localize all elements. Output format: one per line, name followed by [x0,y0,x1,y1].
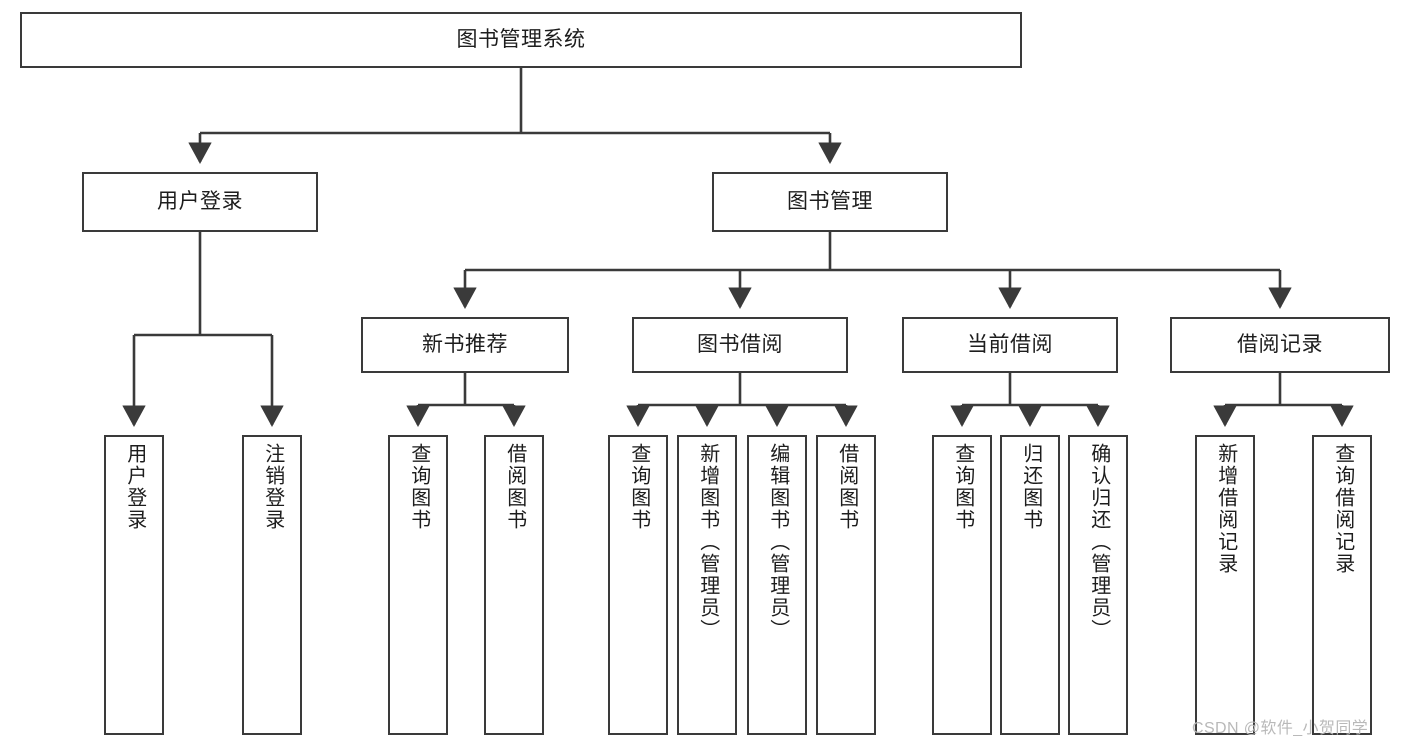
node-label: 新书推荐 [422,332,508,356]
node-book-management[interactable]: 图书管理 [712,172,948,232]
watermark: CSDN @软件_小贺同学 [1192,720,1369,737]
leaf-label: 借阅图书 [503,443,526,531]
leaf-confirm-return-admin[interactable]: 确认归还（管理员） [1068,435,1128,735]
leaf-label: 查询图书 [951,443,974,531]
leaf-label: 新增借阅记录 [1214,443,1237,575]
node-new-book-recommend[interactable]: 新书推荐 [361,317,569,373]
leaf-label: 查询图书 [627,443,650,531]
node-borrow-record[interactable]: 借阅记录 [1170,317,1390,373]
leaf-borrow-book[interactable]: 借阅图书 [816,435,876,735]
node-book-borrow[interactable]: 图书借阅 [632,317,848,373]
leaf-label: 查询借阅记录 [1331,443,1354,575]
node-label: 图书管理 [787,189,873,213]
leaf-query-book-borrow[interactable]: 查询图书 [608,435,668,735]
node-label: 图书管理系统 [456,27,586,51]
leaf-label: 注销登录 [261,443,284,531]
leaf-user-login[interactable]: 用户登录 [104,435,164,735]
node-label: 借阅记录 [1237,332,1323,356]
leaf-label: 新增图书（管理员） [696,443,719,641]
node-label: 图书借阅 [697,332,783,356]
leaf-query-borrow-record[interactable]: 查询借阅记录 [1312,435,1372,735]
leaf-label: 查询图书 [407,443,430,531]
leaf-label: 编辑图书（管理员） [766,443,789,641]
node-current-borrow[interactable]: 当前借阅 [902,317,1118,373]
leaf-add-book-admin[interactable]: 新增图书（管理员） [677,435,737,735]
node-label: 用户登录 [157,189,243,213]
leaf-label: 归还图书 [1019,443,1042,531]
leaf-label: 确认归还（管理员） [1087,443,1110,641]
leaf-label: 借阅图书 [835,443,858,531]
leaf-return-book[interactable]: 归还图书 [1000,435,1060,735]
leaf-edit-book-admin[interactable]: 编辑图书（管理员） [747,435,807,735]
leaf-query-book-recommend[interactable]: 查询图书 [388,435,448,735]
node-root-system[interactable]: 图书管理系统 [20,12,1022,68]
node-label: 当前借阅 [967,332,1053,356]
leaf-logout-login[interactable]: 注销登录 [242,435,302,735]
leaf-query-book-current[interactable]: 查询图书 [932,435,992,735]
node-user-login[interactable]: 用户登录 [82,172,318,232]
leaf-label: 用户登录 [123,443,146,531]
leaf-add-borrow-record[interactable]: 新增借阅记录 [1195,435,1255,735]
leaf-borrow-book-recommend[interactable]: 借阅图书 [484,435,544,735]
